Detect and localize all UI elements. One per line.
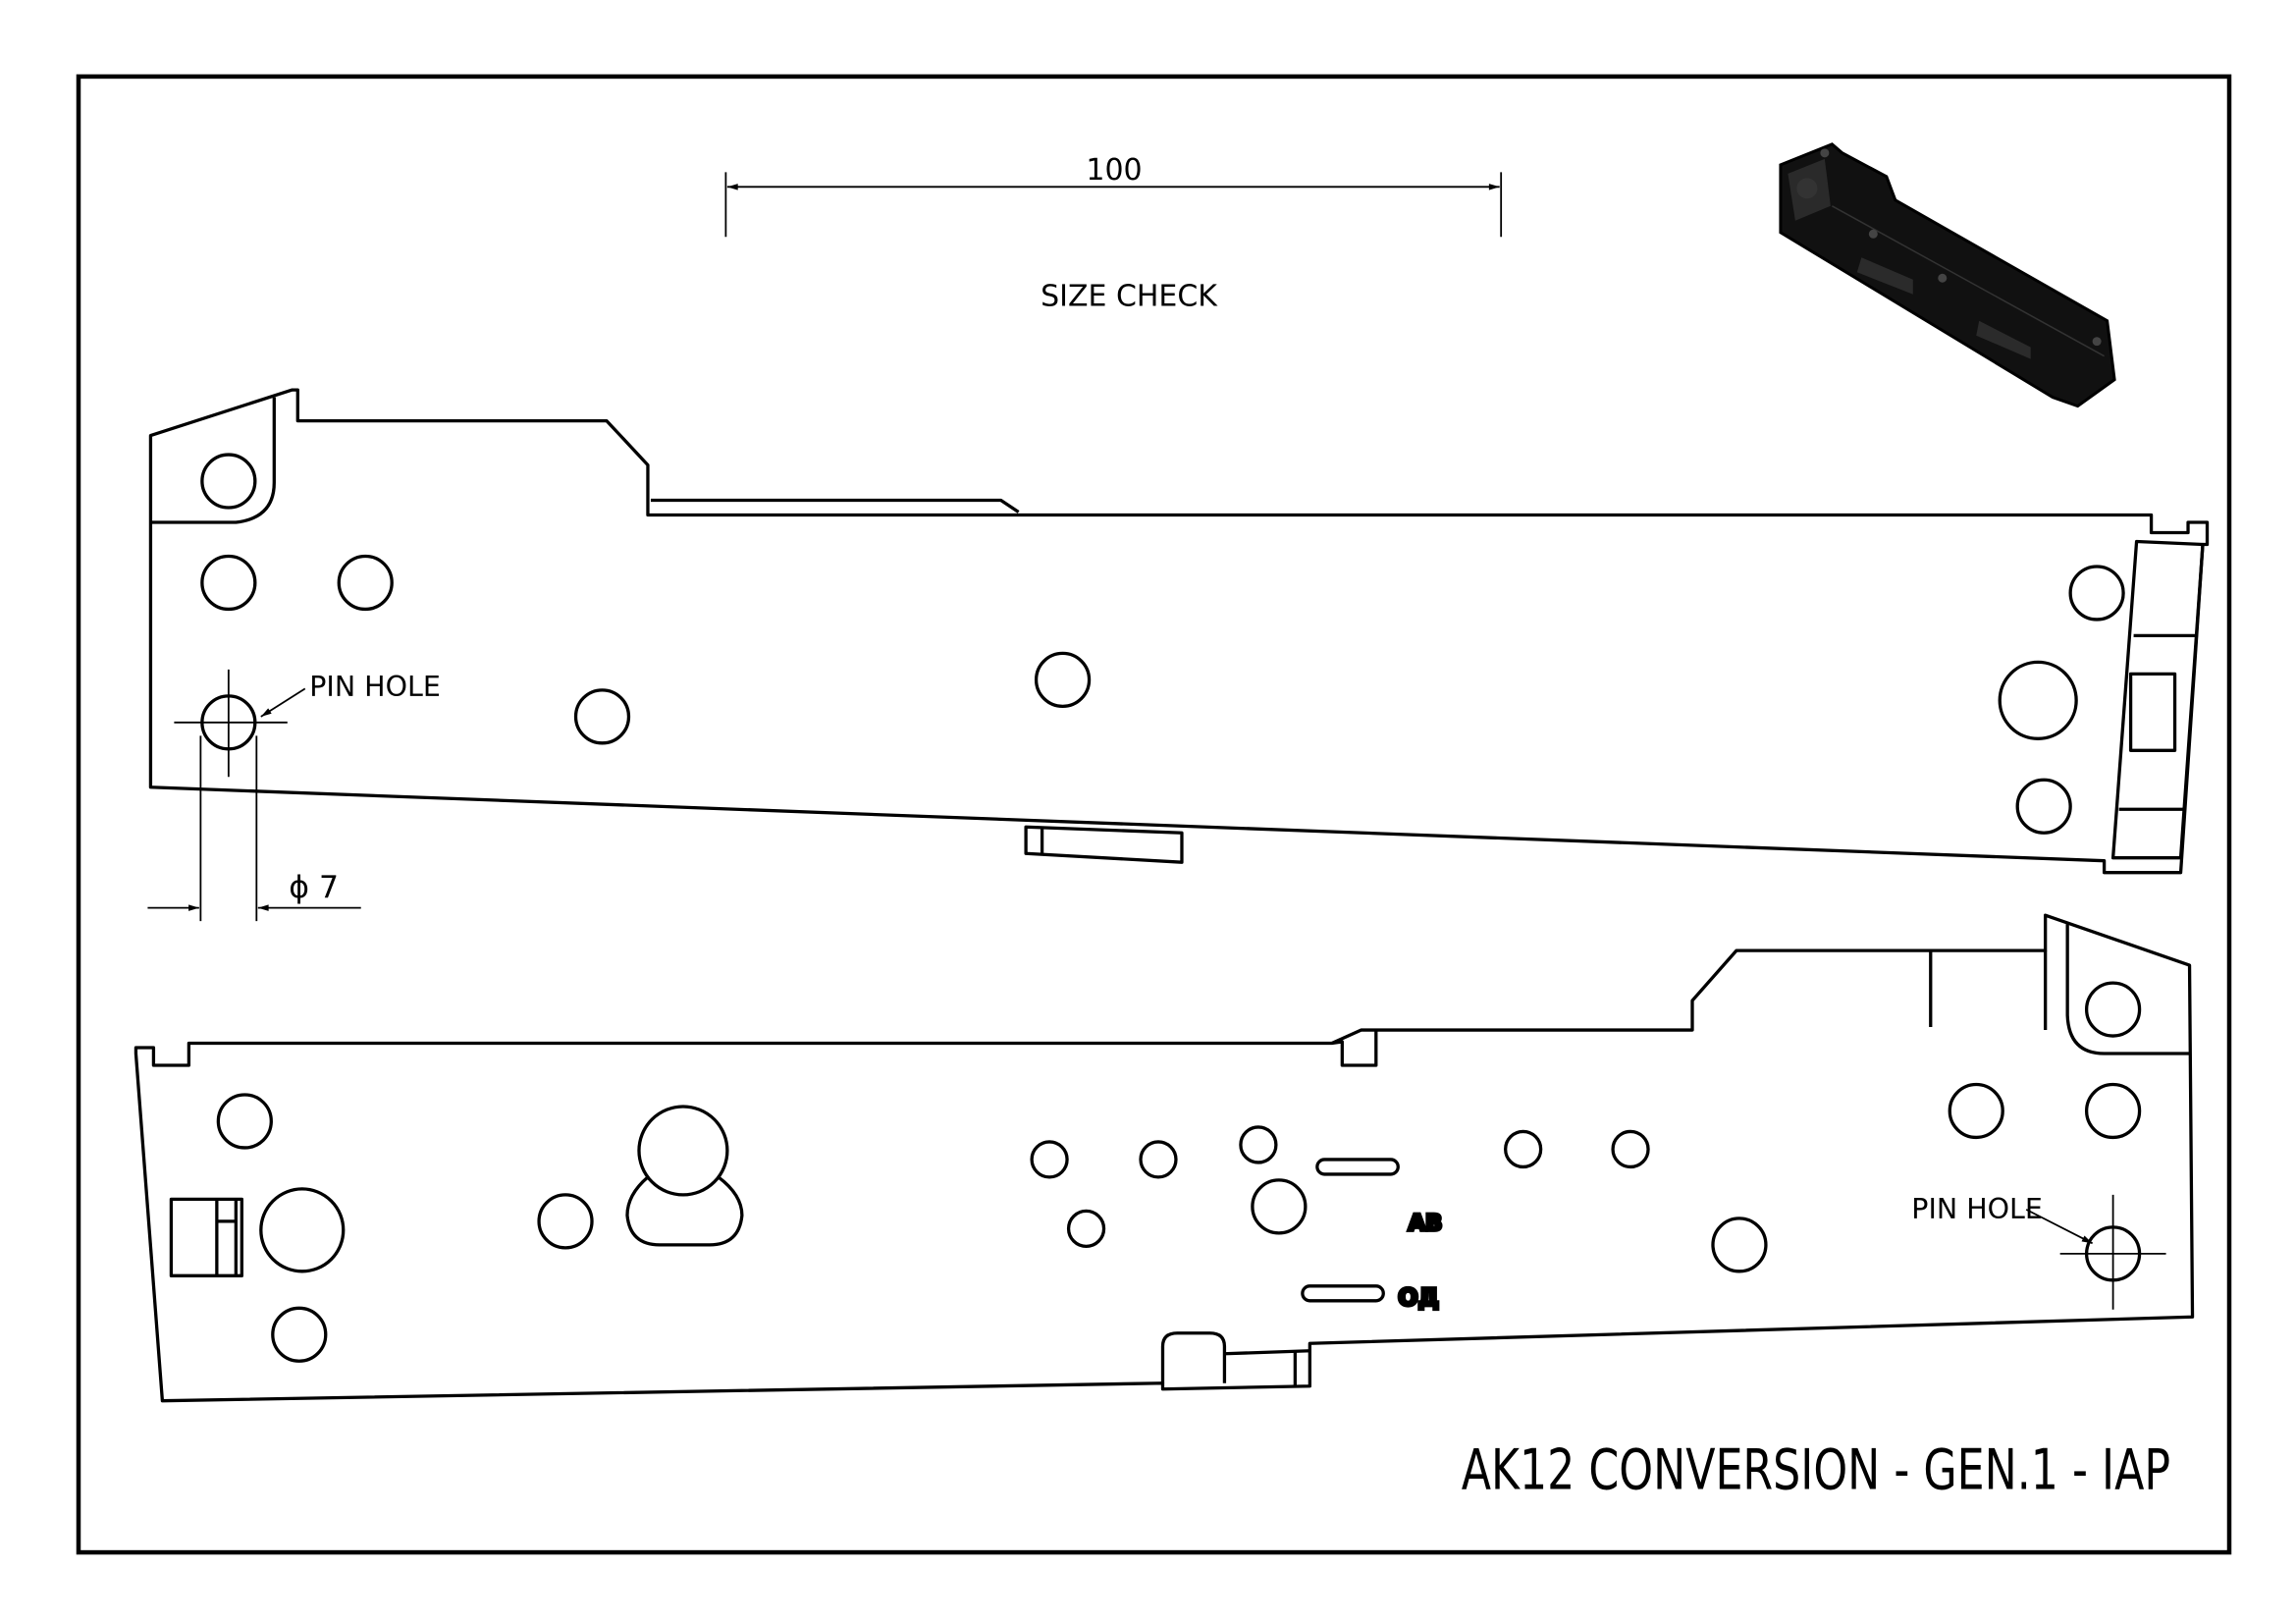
receiver-side-top: PIN HOLE ϕ 7 (147, 388, 2210, 922)
holes (216, 981, 2142, 1363)
drawing-title: AK12 CONVERSION - GEN.1 - IAP (1462, 1438, 2170, 1503)
receiver-3d-render-icon (1779, 142, 2116, 408)
size-check-value: 100 (1086, 153, 1142, 188)
diameter-label: ϕ 7 (289, 870, 339, 905)
size-check-dimension: 100 SIZE CHECK (724, 153, 1503, 314)
size-check-label: SIZE CHECK (1041, 280, 1218, 314)
sheet-border (76, 74, 2232, 1555)
pin-hole-label-top: PIN HOLE (309, 671, 441, 703)
mark-ab: АВ (1409, 1211, 1443, 1236)
receiver-side-bottom: АВ ОД PIN HOLE (133, 913, 2195, 1403)
holes (200, 453, 2125, 835)
pin-hole-label-bottom: PIN HOLE (1911, 1193, 2043, 1225)
mark-od: ОД (1398, 1283, 1439, 1311)
